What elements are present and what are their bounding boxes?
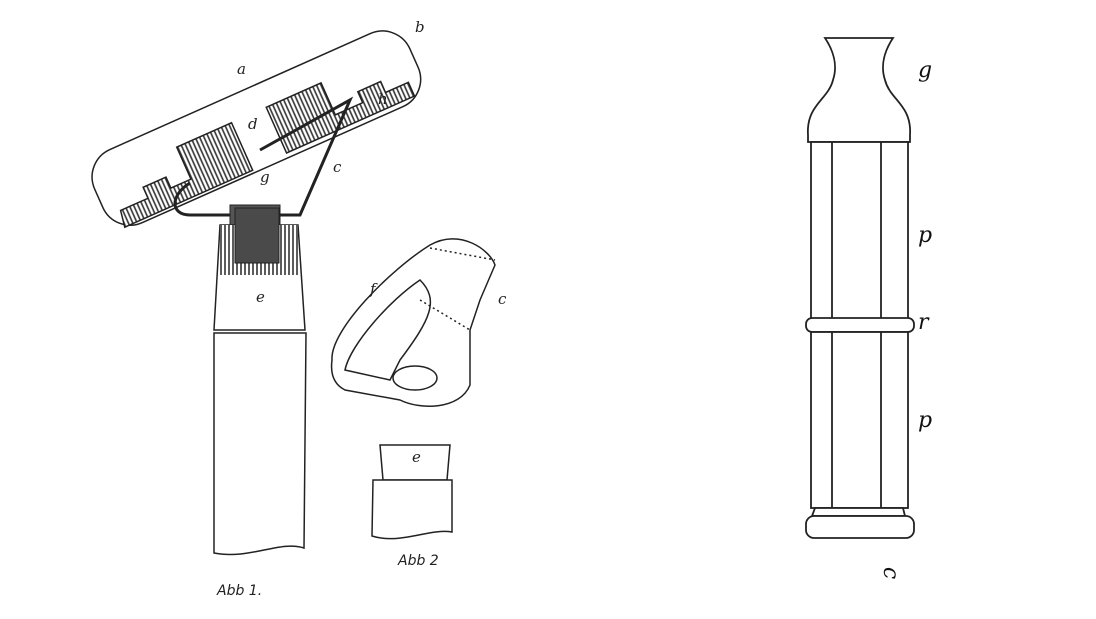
- label-e: e: [256, 288, 265, 306]
- label-b: b: [415, 18, 425, 36]
- label-a: a: [237, 60, 246, 78]
- label-bottom: c: [878, 566, 904, 580]
- label-top: g: [918, 58, 933, 83]
- label-upper: p: [918, 223, 933, 248]
- label-c2: c: [498, 290, 507, 308]
- label-lower: p: [918, 408, 933, 433]
- caption-abb2: Abb 2: [398, 553, 439, 569]
- fig3-tube: [805, 37, 915, 539]
- label-g: g: [260, 168, 270, 186]
- label-f: f: [370, 280, 376, 298]
- label-ring: r: [918, 310, 929, 335]
- fig1-handle: [213, 332, 307, 556]
- fig2-holder: [330, 238, 496, 540]
- label-e2: e: [412, 448, 421, 466]
- label-d: d: [248, 115, 258, 133]
- caption-abb1: Abb 1.: [217, 583, 263, 599]
- label-h: h: [378, 90, 388, 108]
- label-c: c: [333, 158, 342, 176]
- fig1-pad: [91, 30, 422, 229]
- fig1-spring: [173, 96, 354, 217]
